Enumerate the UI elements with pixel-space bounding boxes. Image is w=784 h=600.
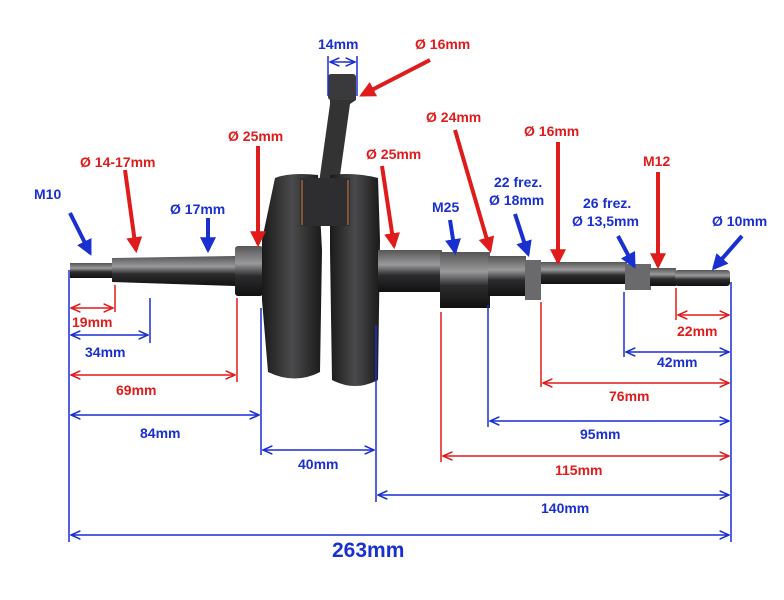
right-main-journal (378, 250, 442, 292)
d24-arrow (453, 129, 495, 254)
d25-right-label: Ø 25mm (366, 146, 421, 162)
right-crank-web (330, 174, 380, 386)
spline22-dia-label: Ø 18mm (489, 192, 544, 208)
connecting-rod (318, 78, 356, 190)
spline22-count-label: 22 frez. (494, 174, 542, 190)
dim-19-label: 19mm (72, 314, 112, 330)
m10-label: M10 (34, 186, 61, 202)
callouts: M10 Ø 14-17mm Ø 17mm Ø 25mm 14mm Ø 16mm … (34, 36, 767, 271)
dim-69-label: 69mm (116, 382, 156, 398)
small-end (328, 74, 356, 100)
dim-115-label: 115mm (555, 462, 602, 478)
spline22-arrow (513, 213, 532, 258)
d10-arrow (711, 234, 744, 271)
journal-24 (488, 256, 526, 296)
dim-22-label: 22mm (677, 323, 717, 339)
m10-arrow (68, 212, 92, 256)
crank-pin (300, 178, 350, 226)
dim-140-label: 140mm (541, 500, 589, 516)
d16-top-arrow (359, 58, 431, 97)
d25-right-arrow (380, 165, 401, 250)
left-collar (235, 246, 263, 296)
dim-34-label: 34mm (85, 344, 125, 360)
d16-top-label: Ø 16mm (415, 36, 470, 52)
w14-label: 14mm (318, 36, 358, 52)
crankshaft (70, 74, 730, 386)
left-thread (70, 263, 114, 278)
d14-17-arrow (123, 169, 143, 254)
dim-40-label: 40mm (298, 456, 338, 472)
d24-label: Ø 24mm (426, 109, 481, 125)
spline-26 (625, 264, 651, 290)
m25-label: M25 (432, 199, 459, 215)
dim-76-label: 76mm (609, 388, 649, 404)
end-shaft-10 (675, 270, 730, 286)
d10-label: Ø 10mm (712, 213, 767, 229)
dimensions: 19mm 34mm 69mm 84mm 40mm 22mm 42mm 76mm … (68, 270, 732, 562)
dim-95-label: 95mm (580, 426, 620, 442)
dim-42-label: 42mm (657, 354, 697, 370)
shaft-16 (541, 262, 627, 284)
left-taper (112, 256, 235, 286)
m12-label: M12 (643, 153, 670, 169)
d14-17-label: Ø 14-17mm (80, 154, 155, 170)
d16-right-label: Ø 16mm (524, 123, 579, 139)
spline26-arrow (616, 235, 636, 269)
m25-thread (440, 252, 490, 308)
d17-label: Ø 17mm (170, 201, 225, 217)
d25-left-label: Ø 25mm (228, 128, 283, 144)
spline26-count-label: 26 frez. (583, 195, 631, 211)
m25-arrow (445, 219, 461, 256)
dim-total-label: 263mm (332, 539, 404, 562)
m12-thread (650, 268, 676, 286)
spline-22 (525, 260, 541, 300)
spline26-dia-label: Ø 13,5mm (572, 213, 639, 229)
dim-84-label: 84mm (140, 425, 180, 441)
